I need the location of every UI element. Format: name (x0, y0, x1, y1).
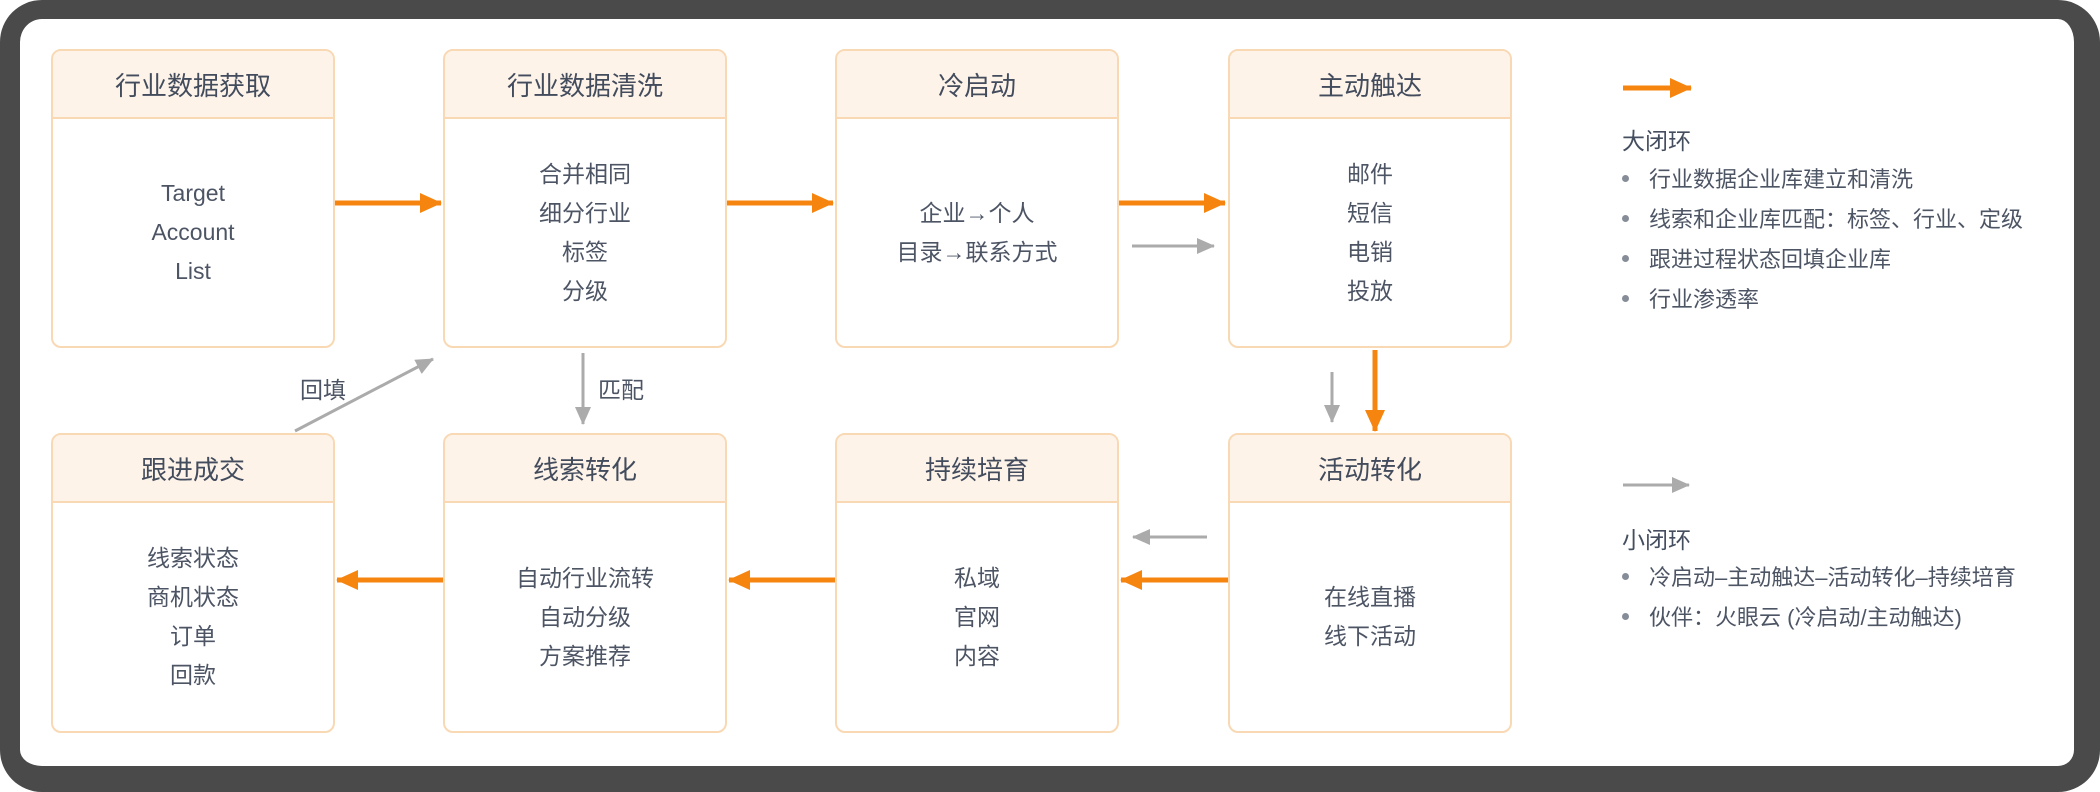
node-lead-conversion: 线索转化 自动行业流转 自动分级 方案推荐 (443, 433, 727, 733)
list-item: 线索和企业库匹配：标签、行业、定级 (1622, 198, 2023, 238)
node-item: 订单 (170, 623, 216, 649)
node-item: 线下活动 (1324, 623, 1416, 649)
node-title: 主动触达 (1230, 51, 1510, 119)
list-item-label: 行业渗透率 (1649, 287, 1760, 312)
legend-big-loop-title: 大闭环 (1622, 128, 1691, 154)
node-title: 跟进成交 (53, 435, 333, 503)
node-body: 在线直播 线下活动 (1230, 503, 1510, 731)
node-item: 目录→联系方式 (896, 238, 1058, 265)
node-item: 电销 (1347, 238, 1393, 265)
node-body: 邮件 短信 电销 投放 (1230, 119, 1510, 346)
legend-small-loop-list: 冷启动–主动触达–活动转化–持续培育 伙伴：火眼云 (冷启动/主动触达) (1622, 556, 2016, 636)
node-item: 回款 (170, 662, 216, 688)
node-item: Target (161, 180, 225, 206)
node-item: 自动行业流转 (516, 564, 654, 591)
node-continuous-nurturing: 持续培育 私域 官网 内容 (835, 433, 1119, 733)
node-body: 私域 官网 内容 (837, 503, 1117, 731)
list-item: 冷启动–主动触达–活动转化–持续培育 (1622, 556, 2016, 596)
node-item: 方案推荐 (539, 642, 631, 669)
node-item: 分级 (562, 277, 608, 304)
list-item-label: 行业数据企业库建立和清洗 (1649, 167, 1914, 192)
edge-label-match: 匹配 (598, 377, 644, 403)
node-item: 投放 (1347, 277, 1393, 304)
node-body: 自动行业流转 自动分级 方案推荐 (445, 503, 725, 731)
node-item: List (175, 258, 211, 284)
node-body: 合并相同 细分行业 标签 分级 (445, 119, 725, 346)
node-body: 线索状态 商机状态 订单 回款 (53, 503, 333, 731)
bullet-icon (1622, 612, 1629, 620)
node-item: 合并相同 (539, 160, 631, 187)
node-cold-start: 冷启动 企业→个人 目录→联系方式 (835, 49, 1119, 348)
node-item: 私域 (954, 564, 1000, 591)
list-item-label: 跟进过程状态回填企业库 (1649, 247, 1892, 272)
list-item: 伙伴：火眼云 (冷启动/主动触达) (1622, 596, 2016, 636)
list-item-label: 冷启动–主动触达–活动转化–持续培育 (1649, 565, 2016, 590)
bullet-icon (1622, 174, 1629, 182)
node-item: 内容 (954, 642, 1000, 669)
list-item-label: 伙伴：火眼云 (冷启动/主动触达) (1649, 605, 1962, 630)
list-item-label: 线索和企业库匹配：标签、行业、定级 (1649, 207, 2024, 232)
legend-big-loop-list: 行业数据企业库建立和清洗 线索和企业库匹配：标签、行业、定级 跟进过程状态回填企… (1622, 158, 2023, 318)
node-body: Target Account List (53, 119, 333, 346)
node-active-outreach: 主动触达 邮件 短信 电销 投放 (1228, 49, 1512, 348)
node-item: 细分行业 (539, 199, 631, 226)
node-follow-up-deal: 跟进成交 线索状态 商机状态 订单 回款 (51, 433, 335, 733)
node-item: 短信 (1347, 199, 1393, 226)
node-item: 企业→个人 (919, 199, 1035, 226)
node-item: 官网 (954, 603, 1000, 630)
node-item: 线索状态 (147, 545, 239, 571)
node-industry-data-cleaning: 行业数据清洗 合并相同 细分行业 标签 分级 (443, 49, 727, 348)
node-item: 标签 (562, 238, 608, 265)
node-body: 企业→个人 目录→联系方式 (837, 119, 1117, 346)
edge-label-backfill: 回填 (300, 377, 346, 403)
node-item: 在线直播 (1324, 584, 1416, 610)
node-activity-conversion: 活动转化 在线直播 线下活动 (1228, 433, 1512, 733)
list-item: 跟进过程状态回填企业库 (1622, 238, 2023, 278)
node-title: 行业数据获取 (53, 51, 333, 119)
edge-deal-to-cleaning-backfill (294, 357, 434, 433)
node-item: 自动分级 (539, 603, 631, 630)
node-title: 行业数据清洗 (445, 51, 725, 119)
list-item: 行业数据企业库建立和清洗 (1622, 158, 2023, 198)
node-item: 商机状态 (147, 584, 239, 610)
legend-small-loop-title: 小闭环 (1622, 527, 1691, 553)
node-title: 线索转化 (445, 435, 725, 503)
bullet-icon (1622, 294, 1629, 302)
list-item: 行业渗透率 (1622, 278, 2023, 318)
node-title: 冷启动 (837, 51, 1117, 119)
node-title: 活动转化 (1230, 435, 1510, 503)
node-title: 持续培育 (837, 435, 1117, 503)
bullet-icon (1622, 254, 1629, 262)
node-industry-data-acquisition: 行业数据获取 Target Account List (51, 49, 335, 348)
node-item: Account (151, 219, 235, 245)
bullet-icon (1622, 572, 1629, 580)
node-item: 邮件 (1347, 160, 1393, 187)
bullet-icon (1622, 214, 1629, 222)
